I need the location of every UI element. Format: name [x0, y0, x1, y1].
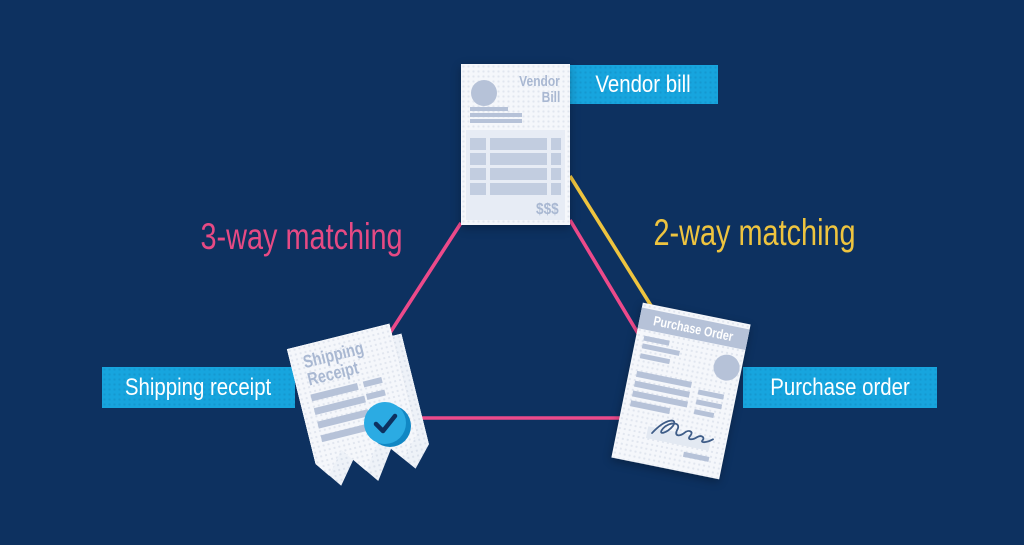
vendor-bill-doc-title: Vendor Bill [519, 73, 560, 106]
table-cell [470, 168, 486, 180]
company-logo-circle [471, 80, 497, 106]
two-way-matching-text: 2-way matching [653, 212, 857, 253]
bill-amount: $$$ [536, 201, 559, 218]
purchase-order-document: Purchase Order [611, 302, 751, 480]
shipping-receipt-label: Shipping receipt [102, 367, 295, 408]
table-cell [470, 183, 486, 195]
table-cell [490, 183, 547, 195]
text-line [470, 107, 508, 111]
text-line [470, 119, 522, 123]
text-line [697, 389, 725, 400]
text-line [366, 390, 386, 400]
text-line [363, 377, 383, 387]
table-cell [551, 153, 561, 165]
bill-line-items-table: $$$ [466, 130, 565, 220]
vendor-bill-document: Vendor Bill $$$ [461, 64, 570, 225]
table-cell [470, 153, 486, 165]
check-icon [373, 413, 398, 434]
line-bill-to-order-2way [568, 175, 657, 313]
table-cell [551, 183, 561, 195]
table-cell [551, 138, 561, 150]
text-line [321, 424, 367, 442]
table-cell [490, 153, 547, 165]
table-cell [551, 168, 561, 180]
text-line [470, 113, 522, 117]
vendor-bill-label: Vendor bill [568, 65, 718, 104]
purchase-order-label: Purchase order [743, 367, 937, 408]
line-bill-to-order-3way [568, 219, 647, 346]
stamp-circle [711, 352, 742, 383]
text-line [693, 409, 715, 418]
table-cell [470, 138, 486, 150]
three-way-matching-text: 3-way matching [200, 216, 404, 257]
badge-circle [364, 402, 406, 444]
text-line [639, 353, 671, 365]
table-cell [490, 138, 547, 150]
signature-icon [651, 419, 714, 444]
text-line [695, 399, 723, 410]
table-cell [490, 168, 547, 180]
